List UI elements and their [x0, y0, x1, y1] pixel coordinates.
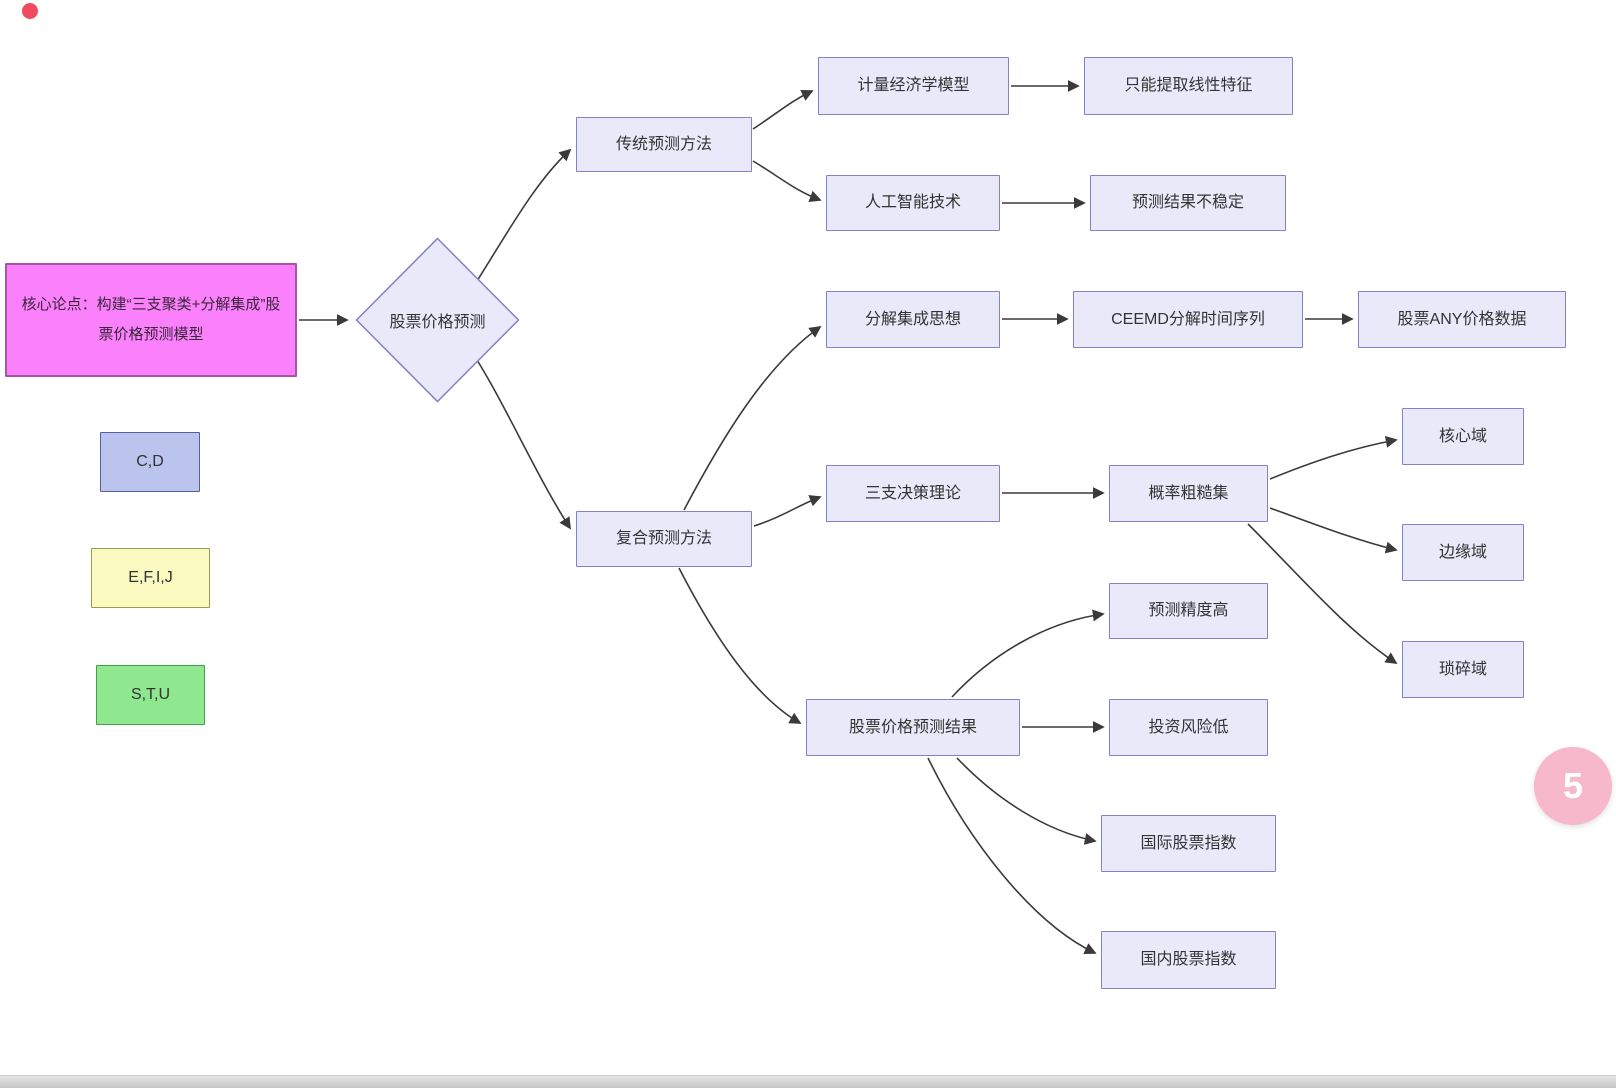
node-international-stock-index[interactable]: 国际股票指数: [1101, 815, 1276, 872]
node-high-accuracy[interactable]: 预测精度高: [1109, 583, 1268, 639]
horizontal-scrollbar[interactable]: [0, 1075, 1616, 1088]
edge-roughset-to-trivial: [1247, 523, 1398, 664]
node-traditional-methods[interactable]: 传统预测方法: [576, 117, 752, 172]
edge-result-to-intl: [956, 757, 1097, 845]
edge-roughset-to-boundary: [1269, 507, 1398, 554]
legend-node-stu[interactable]: S,T,U: [96, 665, 205, 725]
legend-node-cd[interactable]: C,D: [100, 432, 200, 492]
node-domestic-stock-index[interactable]: 国内股票指数: [1101, 931, 1276, 989]
diamond-label: 股票价格预测: [389, 314, 486, 331]
node-three-way-decision-theory[interactable]: 三支决策理论: [826, 465, 1000, 522]
node-linear-features-only[interactable]: 只能提取线性特征: [1084, 57, 1293, 115]
node-unstable-results[interactable]: 预测结果不稳定: [1090, 175, 1286, 231]
legend-node-efij[interactable]: E,F,I,J: [91, 548, 210, 608]
recording-dot: [22, 3, 38, 19]
edge-diamond-to-traditional: [476, 148, 572, 282]
node-prediction-result[interactable]: 股票价格预测结果: [806, 699, 1020, 756]
node-stock-any-price-data[interactable]: 股票ANY价格数据: [1358, 291, 1566, 348]
edge-roughset-to-core: [1269, 435, 1398, 480]
node-probabilistic-rough-set[interactable]: 概率粗糙集: [1109, 465, 1268, 522]
edge-composite-to-decomposition: [683, 325, 822, 511]
node-stock-price-prediction-decision[interactable]: 股票价格预测: [355, 237, 520, 403]
edge-traditional-to-ai: [752, 160, 822, 203]
edge-composite-to-result: [678, 567, 802, 724]
edge-diamond-to-composite: [476, 359, 571, 530]
edge-traditional-to-econometric: [752, 89, 814, 130]
node-core-region[interactable]: 核心域: [1402, 408, 1524, 465]
node-composite-methods[interactable]: 复合预测方法: [576, 511, 752, 567]
node-boundary-region[interactable]: 边缘域: [1402, 524, 1524, 581]
node-ai-technology[interactable]: 人工智能技术: [826, 175, 1000, 231]
edge-result-to-domestic: [927, 757, 1097, 955]
node-ceemd-time-series[interactable]: CEEMD分解时间序列: [1073, 291, 1303, 348]
node-decomposition-ensemble[interactable]: 分解集成思想: [826, 291, 1000, 348]
edge-result-to-accuracy: [951, 609, 1105, 698]
node-core-thesis[interactable]: 核心论点：构建“三支聚类+分解集成”股票价格预测模型: [5, 263, 297, 377]
node-low-investment-risk[interactable]: 投资风险低: [1109, 699, 1268, 756]
diamond-shape: [355, 237, 520, 403]
floating-badge-button[interactable]: 5: [1534, 747, 1612, 825]
edge-composite-to-threeway: [753, 495, 822, 527]
node-econometric-model[interactable]: 计量经济学模型: [818, 57, 1009, 115]
node-trivial-region[interactable]: 琐碎域: [1402, 641, 1524, 698]
